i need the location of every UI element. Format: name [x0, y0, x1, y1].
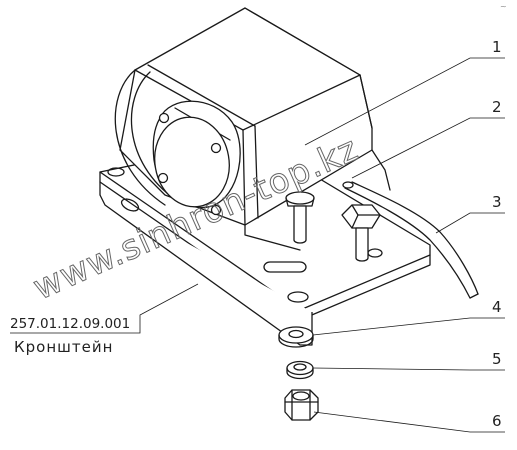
mounting-bolt-right — [341, 204, 381, 262]
callout-5: 5 — [492, 350, 502, 368]
spring-washer — [286, 360, 314, 380]
wire-cable — [342, 181, 479, 299]
callout-3: 3 — [492, 193, 502, 211]
sound-signal-housing — [114, 7, 391, 251]
leader-lines — [10, 57, 505, 433]
callout-6: 6 — [492, 412, 502, 430]
hex-nut — [284, 389, 319, 421]
corner-mark: ~ — [500, 2, 507, 11]
mounting-bolt-left — [285, 191, 315, 244]
callout-2: 2 — [492, 98, 502, 116]
flat-washer — [278, 326, 314, 348]
callout-1: 1 — [492, 38, 502, 56]
callout-4: 4 — [492, 298, 502, 316]
part-name-label: Кронштейн — [14, 338, 113, 356]
part-code-label: 257.01.12.09.001 — [10, 316, 130, 332]
